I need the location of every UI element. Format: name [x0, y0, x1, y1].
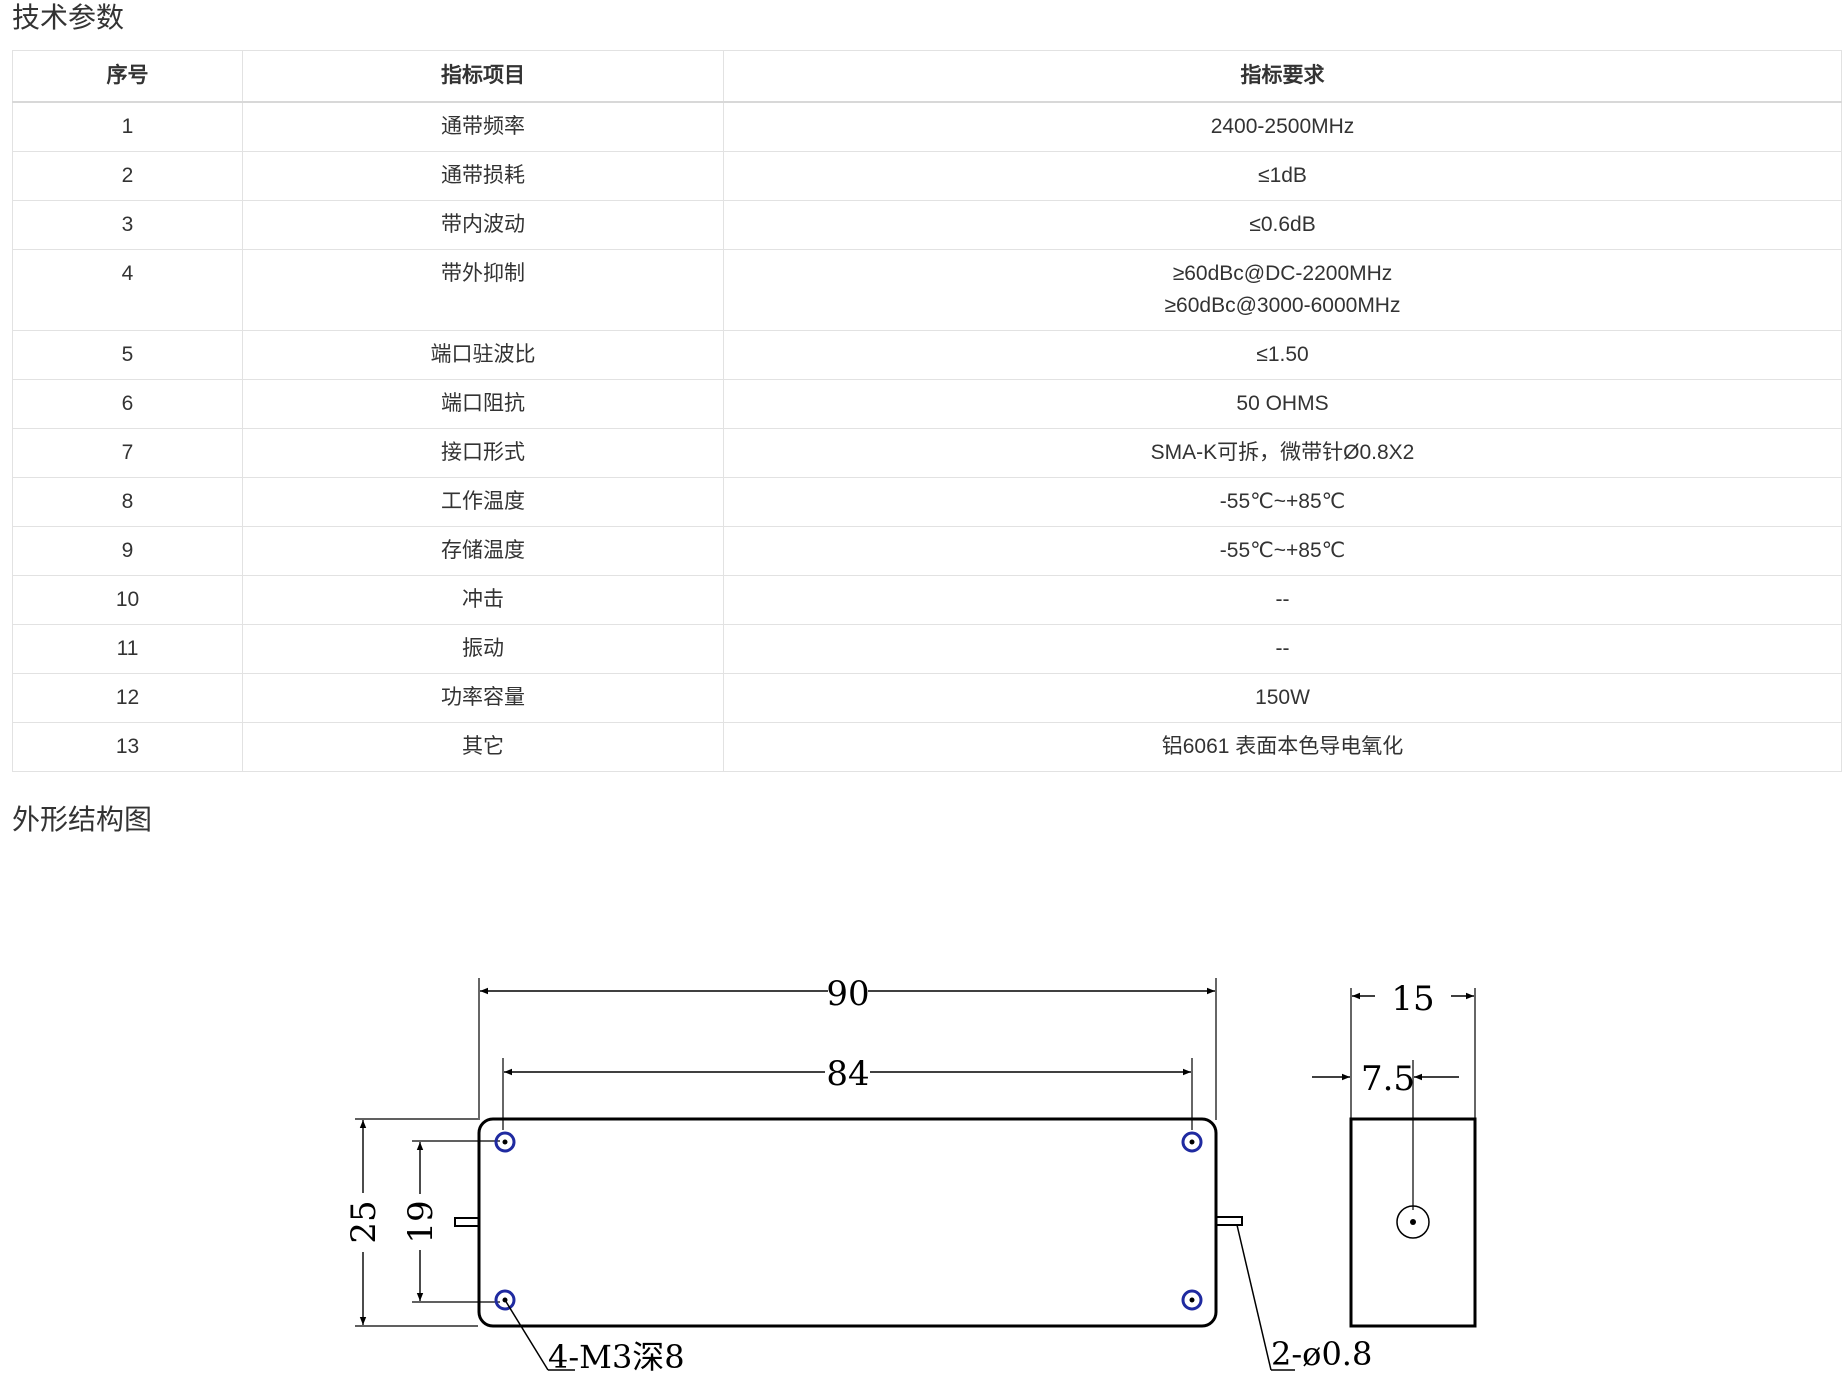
requirement-line: --: [1275, 588, 1290, 611]
dimension-lines: [359, 987, 1474, 1325]
drawing-section-title: 外形结构图: [12, 803, 153, 836]
mounting-holes: [494, 1131, 1203, 1311]
dim-label-15: 15: [1391, 979, 1434, 1019]
dim-label-90: 90: [826, 974, 869, 1014]
requirement-line: 2400-2500MHz: [1210, 115, 1355, 138]
cell-item: 端口阻抗: [242, 379, 724, 429]
leader-lines: [504, 1224, 1295, 1371]
requirement-line: ≥60dBc@3000-6000MHz: [1164, 294, 1401, 317]
cell-requirement: 50 OHMS: [723, 379, 1842, 429]
requirement-line: ≥60dBc@DC-2200MHz: [1172, 262, 1393, 285]
cell-no: 2: [12, 151, 243, 201]
cell-requirement: 150W: [723, 673, 1842, 723]
cell-no: 1: [12, 101, 243, 152]
cell-item: 端口驻波比: [242, 330, 724, 380]
cell-requirement: ≥60dBc@DC-2200MHz ≥60dBc@3000-6000MHz: [723, 249, 1842, 331]
cell-requirement: --: [723, 624, 1842, 674]
note-mounting-holes: 4-M3深8: [548, 1338, 685, 1376]
mounting-hole-top-right: [1181, 1131, 1203, 1153]
cell-no: 3: [12, 200, 243, 250]
cell-requirement: ≤1dB: [723, 151, 1842, 201]
front-view: [454, 1117, 1243, 1328]
cell-item: 通带损耗: [242, 151, 724, 201]
cell-requirement: ≤0.6dB: [723, 200, 1842, 250]
dim-label-19: 19: [401, 1200, 441, 1243]
requirement-line: 150W: [1255, 686, 1310, 709]
dim-label-7-5: 7.5: [1361, 1059, 1415, 1099]
housing-side: [1349, 1117, 1477, 1328]
cell-no: 7: [12, 428, 243, 478]
header-item: 指标项目: [242, 50, 724, 103]
requirement-line: -55℃~+85℃: [1219, 539, 1346, 562]
cell-item: 振动: [242, 624, 724, 674]
cell-item: 冲击: [242, 575, 724, 625]
requirement-line: --: [1275, 637, 1290, 660]
cell-item: 其它: [242, 722, 724, 772]
outline-drawing: 90 84 15 7.5 25 19 4-M3深8 2-ø0.8: [344, 974, 1477, 1376]
requirement-line: ≤1dB: [1258, 164, 1307, 187]
housing-front: [477, 1117, 1218, 1328]
mounting-hole-bottom-right: [1181, 1289, 1203, 1311]
cell-requirement: --: [723, 575, 1842, 625]
table-header-row: 序号 指标项目 指标要求: [12, 50, 1842, 103]
note-pins: 2-ø0.8: [1271, 1335, 1372, 1373]
cell-requirement: -55℃~+85℃: [723, 526, 1842, 576]
cell-requirement: ≤1.50: [723, 330, 1842, 380]
mounting-hole-top-left: [494, 1131, 516, 1153]
cell-no: 13: [12, 722, 243, 772]
cell-item: 存储温度: [242, 526, 724, 576]
connector-pin-end: [1396, 1205, 1430, 1239]
requirement-line: -55℃~+85℃: [1219, 490, 1346, 513]
cell-no: 9: [12, 526, 243, 576]
cell-no: 11: [12, 624, 243, 674]
params-section-title: 技术参数: [12, 1, 125, 34]
cell-requirement: 铝6061 表面本色导电氧化: [723, 722, 1842, 772]
side-view: [1349, 1117, 1477, 1328]
cell-item: 工作温度: [242, 477, 724, 527]
cell-no: 12: [12, 673, 243, 723]
cell-item: 通带频率: [242, 101, 724, 152]
cell-no: 4: [12, 249, 243, 331]
requirement-line: 铝6061 表面本色导电氧化: [1161, 735, 1404, 758]
cell-item: 带外抑制: [242, 249, 724, 331]
cell-item: 接口形式: [242, 428, 724, 478]
pin-right: [1215, 1216, 1243, 1226]
cell-item: 带内波动: [242, 200, 724, 250]
cell-no: 6: [12, 379, 243, 429]
cell-requirement: 2400-2500MHz: [723, 101, 1842, 152]
header-no: 序号: [12, 50, 243, 103]
dim-label-84: 84: [826, 1054, 869, 1094]
cell-item: 功率容量: [242, 673, 724, 723]
cell-requirement: -55℃~+85℃: [723, 477, 1842, 527]
mounting-hole-bottom-left: [494, 1289, 516, 1311]
cell-no: 8: [12, 477, 243, 527]
requirement-line: 50 OHMS: [1236, 392, 1329, 415]
pin-left: [454, 1217, 480, 1227]
cell-no: 5: [12, 330, 243, 380]
requirement-line: ≤0.6dB: [1249, 213, 1316, 236]
extension-lines: [355, 978, 1476, 1327]
mounting-hole-center: [502, 1139, 508, 1145]
header-requirement: 指标要求: [723, 50, 1842, 103]
requirement-line: ≤1.50: [1256, 343, 1309, 366]
dim-label-25: 25: [344, 1200, 384, 1243]
cell-requirement: SMA-K可拆，微带针Ø0.8X2: [723, 428, 1842, 478]
requirement-line: SMA-K可拆，微带针Ø0.8X2: [1150, 441, 1415, 464]
cell-no: 10: [12, 575, 243, 625]
